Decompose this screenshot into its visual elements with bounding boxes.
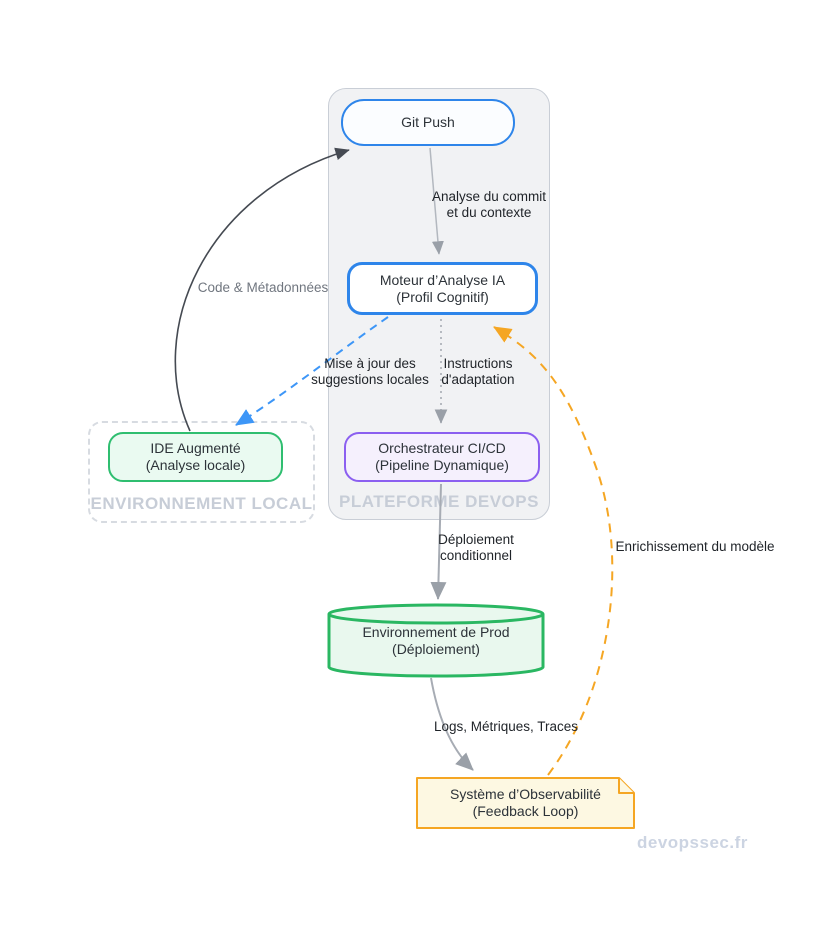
edge-label-enrichment: Enrichissement du modèle	[615, 539, 775, 554]
edge-label-deployment: Déploiement conditionnel	[438, 532, 514, 563]
edge-label-code-metadata: Code & Métadonnées	[197, 280, 329, 295]
node-moteur-line1: Moteur d’Analyse IA	[379, 271, 506, 288]
container-environnement-local-label: ENVIRONNEMENT LOCAL	[90, 494, 313, 513]
node-orchestrateur-line1: Orchestrateur CI/CD	[378, 440, 506, 456]
edge-logs	[430, 677, 474, 771]
edge-commit-analysis	[429, 147, 444, 255]
edge-label-logs: Logs, Métriques, Traces	[433, 719, 579, 734]
node-orchestrateur-line2: (Pipeline Dynamique)	[375, 457, 509, 473]
edge-enrichment	[493, 326, 614, 776]
node-observabilite-note	[416, 777, 635, 829]
edge-label-instructions: Instructions d'adaptation	[441, 356, 515, 387]
node-ide-line2: (Analyse locale)	[145, 457, 246, 473]
node-moteur-line2: (Profil Cognitif)	[396, 288, 489, 305]
node-prod-cylinder	[327, 603, 545, 678]
node-git-push-label: Git Push	[401, 114, 455, 130]
watermark-devopssec: devopssec.fr	[637, 833, 748, 852]
edge-code-metadata	[174, 147, 350, 432]
edge-label-suggestions: Mise à jour des suggestions locales	[311, 356, 429, 387]
node-orchestrateur-cicd: Orchestrateur CI/CD (Pipeline Dynamique)	[344, 432, 540, 482]
node-ide-line1: IDE Augmenté	[150, 440, 241, 456]
edge-label-commit-analysis: Analyse du commit et du contexte	[431, 189, 547, 220]
container-plateforme-devops-label: PLATEFORME DEVOPS	[339, 492, 539, 511]
node-ide-augmente: IDE Augmenté (Analyse locale)	[108, 432, 283, 482]
node-moteur-analyse-ia: Moteur d’Analyse IA (Profil Cognitif)	[347, 262, 538, 315]
edge-deployment	[430, 483, 447, 600]
node-git-push: Git Push	[341, 99, 515, 146]
container-environnement-local: ENVIRONNEMENT LOCAL	[88, 421, 315, 523]
